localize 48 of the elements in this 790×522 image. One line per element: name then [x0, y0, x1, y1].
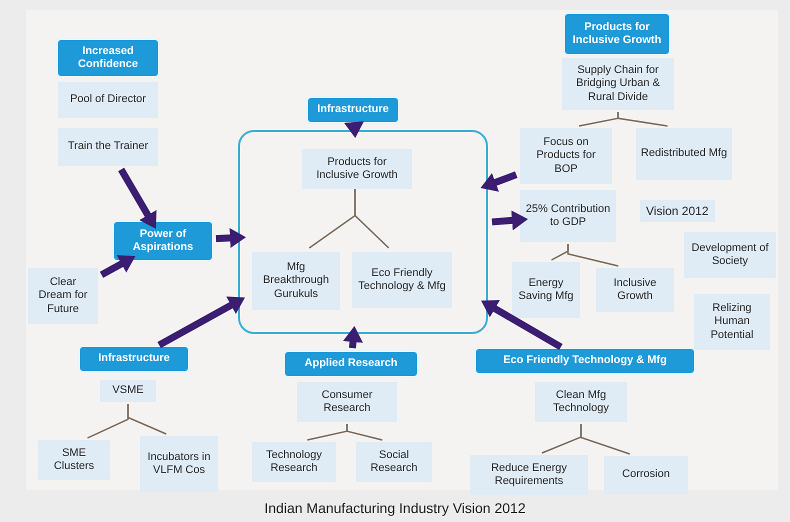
thick-arrow	[492, 210, 528, 230]
text-box: Energy Saving Mfg	[512, 262, 580, 318]
thick-arrow	[157, 296, 245, 348]
text-box: Clean Mfg Technology	[535, 382, 627, 422]
text-box: Consumer Research	[297, 382, 397, 422]
text-box: Focus on Products for BOP	[520, 128, 612, 184]
thick-arrow	[480, 171, 518, 192]
text-box: VSME	[100, 380, 156, 402]
heading-box: Eco Friendly Technology & Mfg	[476, 349, 694, 373]
text-box: Mfg Breakthrough Gurukuls	[252, 252, 340, 310]
text-box: Development of Society	[684, 232, 776, 278]
caption: Indian Manufacturing Industry Vision 2012	[263, 500, 527, 516]
note-text: Vision 2012	[640, 200, 714, 222]
text-box: SME Clusters	[38, 440, 110, 480]
branch-line	[354, 189, 390, 249]
text-box: Redistributed Mfg	[636, 128, 732, 180]
text-box: Reduce Energy Requirements	[470, 455, 588, 495]
text-box: Inclusive Growth	[596, 268, 674, 312]
text-box: Supply Chain for Bridging Urban & Rural Divide	[562, 58, 674, 110]
thick-arrow	[216, 228, 246, 248]
branch-line	[580, 424, 630, 455]
thick-arrow	[100, 255, 136, 278]
thick-arrow	[481, 300, 563, 350]
text-box: Clear Dream for Future	[28, 268, 98, 324]
branch-line	[567, 244, 618, 267]
branch-line	[127, 404, 167, 435]
heading-box: Power of Aspirations	[114, 222, 212, 260]
text-box: Pool of Director	[58, 82, 158, 118]
heading-box: Infrastructure	[80, 347, 188, 371]
heading-box: Infrastructure	[308, 98, 398, 122]
text-box: Technology Research	[252, 442, 336, 482]
branch-line	[617, 112, 668, 127]
text-box: Train the Trainer	[58, 128, 158, 166]
text-box: Corrosion	[604, 456, 688, 494]
branch-line	[346, 424, 382, 441]
heading-box: Products for Inclusive Growth	[565, 14, 669, 54]
heading-box: Applied Research	[285, 352, 417, 376]
text-box: Incubators in VLFM Cos	[140, 436, 218, 492]
thick-arrow	[343, 326, 363, 348]
thick-arrow	[118, 168, 156, 229]
heading-box: Increased Confidence	[58, 40, 158, 76]
text-box: 25% Contribution to GDP	[520, 190, 616, 242]
thick-arrow	[344, 121, 364, 138]
text-box: Products for Inclusive Growth	[302, 149, 412, 189]
rounded-frame	[238, 130, 488, 334]
text-box: Eco Friendly Technology & Mfg	[352, 252, 452, 308]
text-box: Relizing Human Potential	[694, 294, 770, 350]
text-box: Social Research	[356, 442, 432, 482]
